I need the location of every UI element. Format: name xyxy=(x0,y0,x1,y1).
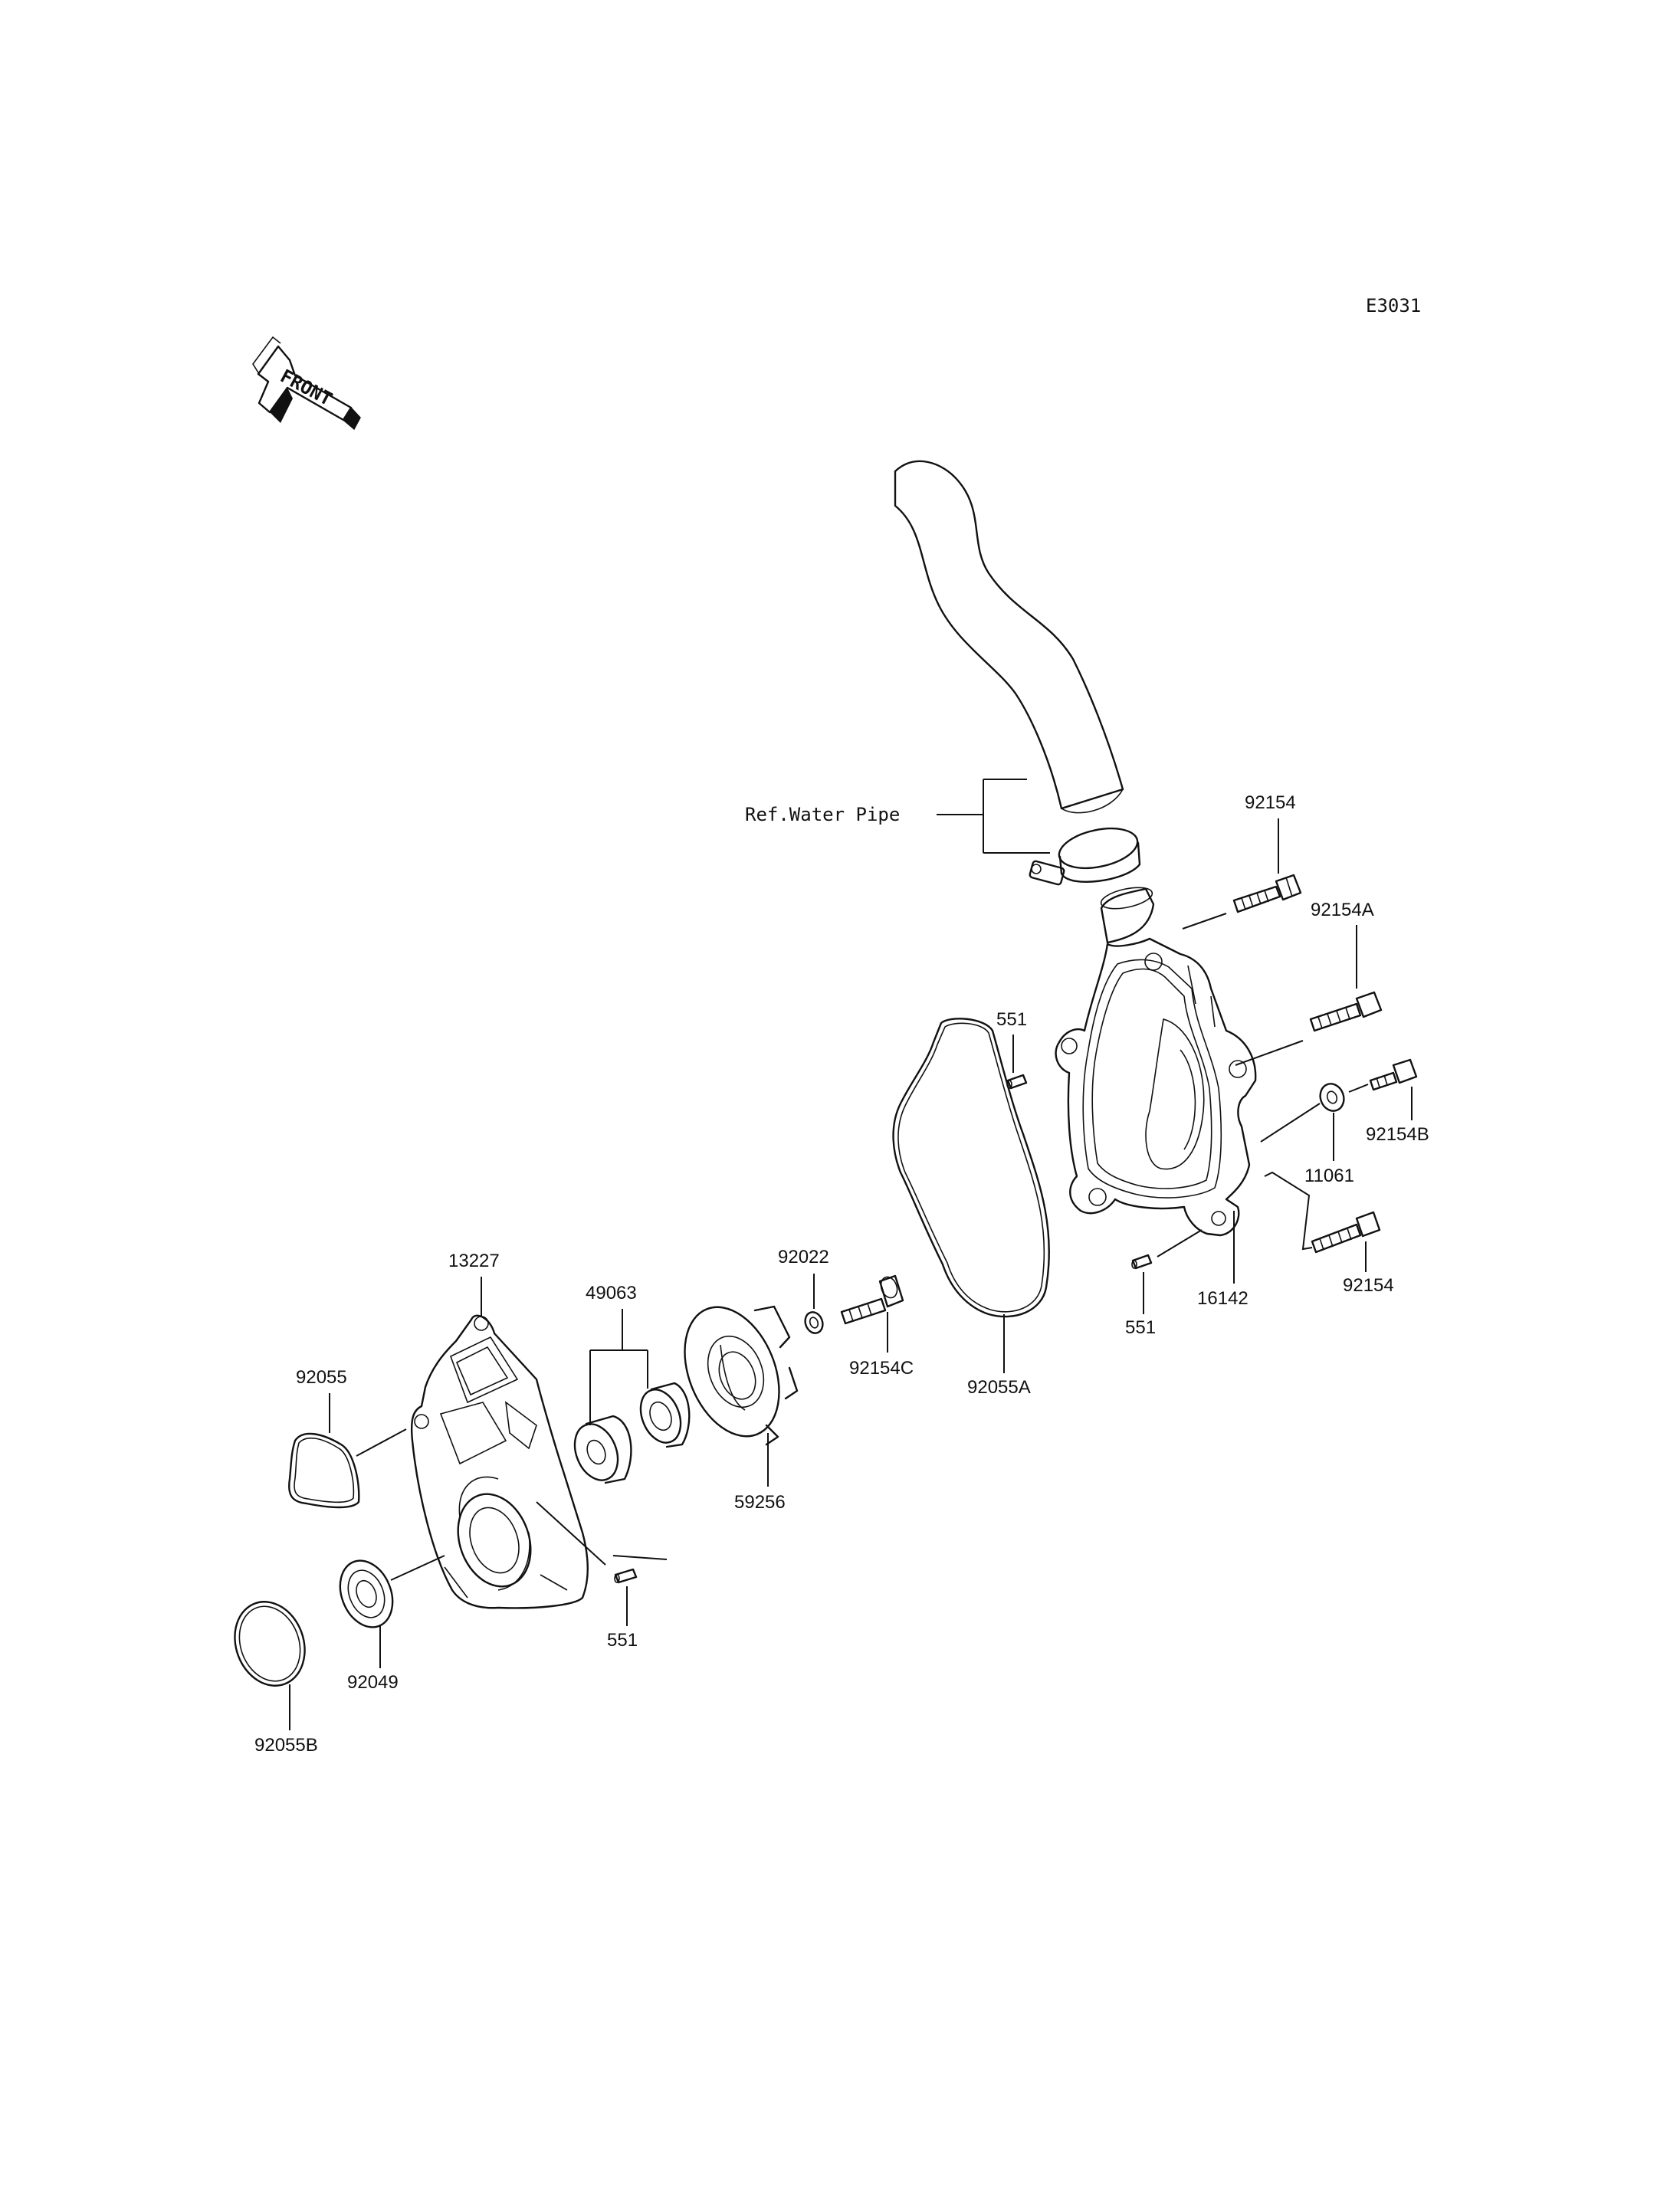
callout-551-upper: 551 xyxy=(996,1009,1027,1030)
leader-92154A-to-cover xyxy=(1235,1040,1304,1066)
callout-92055: 92055 xyxy=(296,1367,347,1388)
o-ring-92055B xyxy=(234,1601,306,1687)
callout-551-lower: 551 xyxy=(607,1630,638,1651)
callout-92154-top: 92154 xyxy=(1245,792,1296,813)
mechanical-seal-49063 xyxy=(573,1382,691,1484)
callout-13227: 13227 xyxy=(448,1251,500,1271)
dowel-pin-551-lower xyxy=(614,1568,638,1584)
plate-13227 xyxy=(411,1314,589,1609)
o-ring-92055 xyxy=(288,1432,360,1509)
leader-551-right-to-cover xyxy=(1157,1229,1203,1258)
washer-11061 xyxy=(1319,1083,1345,1112)
bolt-92154B xyxy=(1369,1058,1418,1091)
leader-92154B-to-washer xyxy=(1348,1084,1369,1093)
ref-water-pipe-label: Ref.Water Pipe xyxy=(745,804,900,825)
callout-92154C: 92154C xyxy=(849,1358,914,1379)
water-pump-cover xyxy=(1055,887,1257,1237)
leader-551-lower-bracket xyxy=(536,1501,668,1566)
hose-clamp xyxy=(1029,827,1141,886)
leader-92055-to-plate xyxy=(356,1428,407,1457)
ref-water-pipe-leader xyxy=(937,779,1050,854)
callout-59256: 59256 xyxy=(734,1492,786,1513)
bolt-92154-bottom xyxy=(1311,1211,1381,1254)
callout-92022: 92022 xyxy=(778,1247,829,1267)
leader-92049-to-plate xyxy=(390,1555,445,1581)
leader-92154-top-to-cover xyxy=(1182,913,1227,930)
callout-551-right: 551 xyxy=(1125,1317,1156,1338)
callout-16142: 16142 xyxy=(1197,1288,1249,1309)
callout-92154B: 92154B xyxy=(1366,1124,1429,1145)
water-pipe-hose xyxy=(894,460,1124,814)
bolt-92154C xyxy=(840,1274,904,1325)
oil-seal-92049 xyxy=(339,1559,394,1628)
leader-92154-bottom-bracket xyxy=(1264,1171,1313,1251)
dowel-pin-551-right xyxy=(1131,1254,1153,1270)
bolt-92154-top xyxy=(1232,874,1302,913)
figure-code: E3031 xyxy=(1366,295,1421,316)
callout-92055A: 92055A xyxy=(967,1377,1031,1398)
callout-92154-bottom: 92154 xyxy=(1343,1275,1394,1296)
dowel-pin-551-upper xyxy=(1006,1074,1028,1090)
front-arrow-icon: FRONT xyxy=(252,336,361,431)
leader-11061-to-cover xyxy=(1260,1103,1321,1143)
bolt-92154A xyxy=(1309,991,1383,1032)
impeller-59256 xyxy=(684,1305,799,1446)
leader-49063 xyxy=(589,1309,648,1425)
callout-92049: 92049 xyxy=(347,1672,399,1693)
callout-92154A: 92154A xyxy=(1311,900,1374,920)
callout-49063: 49063 xyxy=(586,1283,637,1303)
callout-92055B: 92055B xyxy=(254,1735,318,1756)
gasket-92055A xyxy=(892,1018,1050,1318)
callout-11061: 11061 xyxy=(1304,1166,1354,1186)
washer-92022 xyxy=(804,1311,824,1334)
